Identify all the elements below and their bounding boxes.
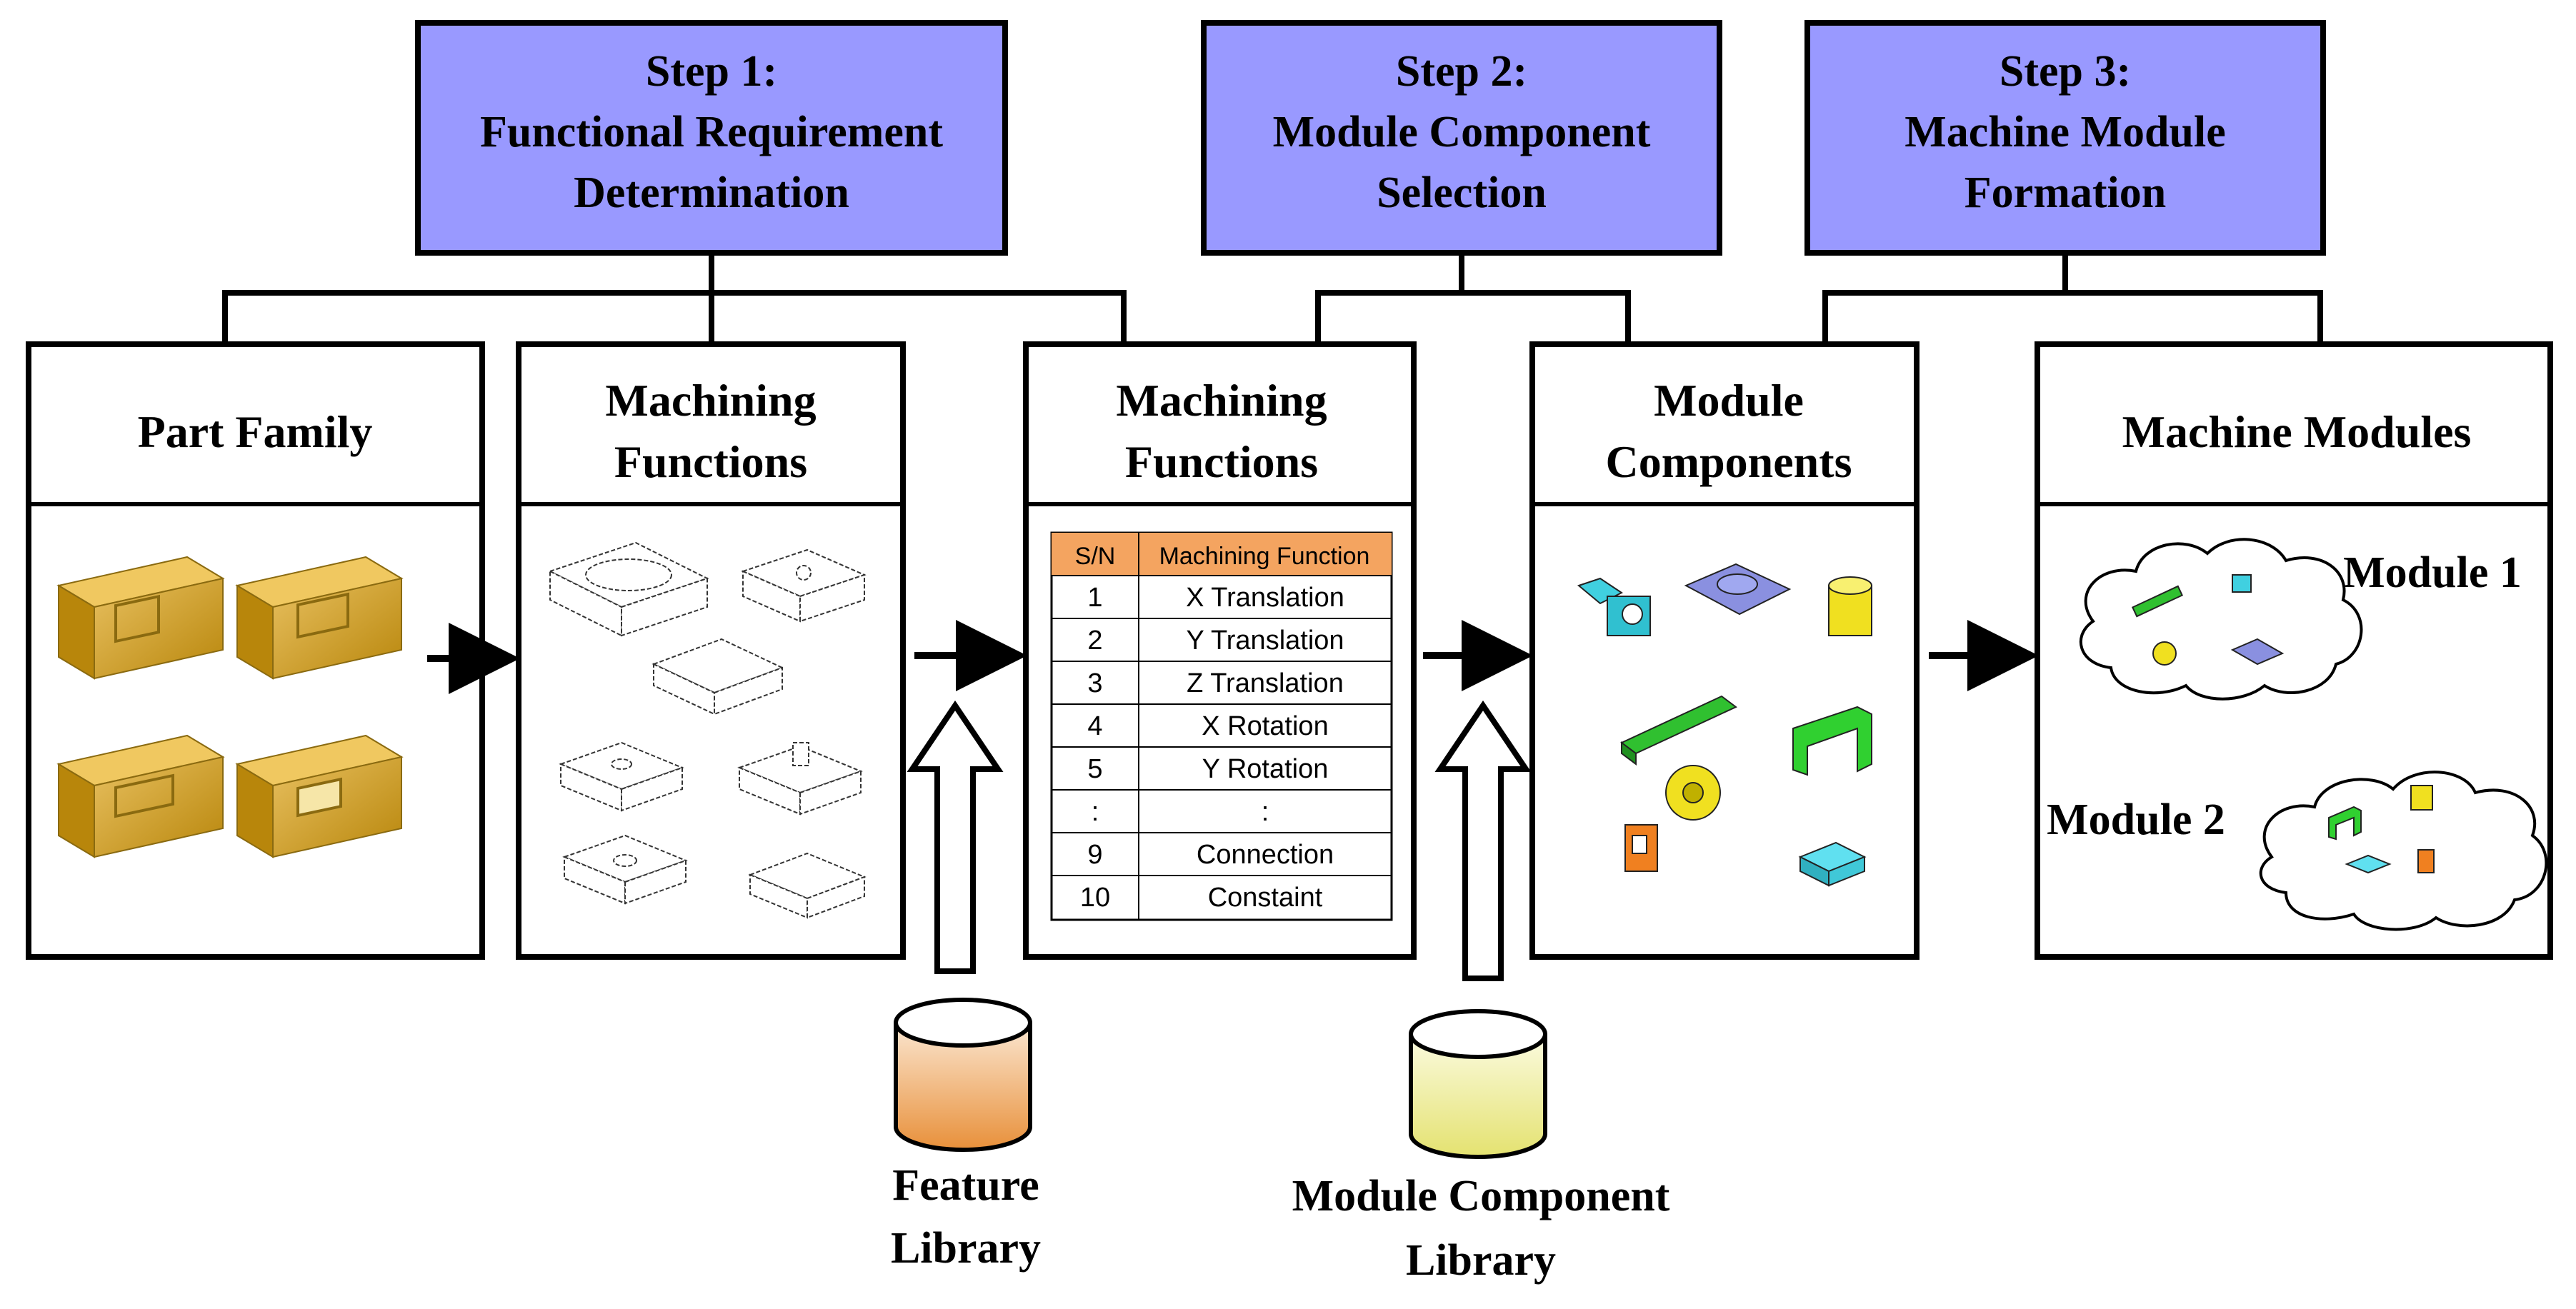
component-orange-block (1624, 824, 1658, 872)
table-cell-sn: 1 (1087, 583, 1102, 613)
module-1-cyan-head (2232, 574, 2252, 593)
module-2-cyan-block (2345, 854, 2392, 874)
table-header-bg (1052, 533, 1392, 576)
component-cyan-block (1798, 841, 1867, 887)
flow-arrows (427, 620, 2039, 694)
module-component-images (1577, 563, 1872, 887)
step-3-line-1: Step 3: (2000, 47, 2131, 96)
module-2-orange-block (2417, 849, 2435, 873)
table-cell-sn: 2 (1087, 626, 1102, 656)
stage-3-title-2: Functions (1125, 436, 1318, 487)
step-1-box: Step 1: Functional Requirement Determina… (415, 20, 1008, 256)
part-image-2 (235, 556, 404, 680)
feature-sketch-6 (562, 834, 688, 905)
component-library-db (1409, 1009, 1547, 1159)
component-green-bracket (1792, 706, 1872, 776)
feature-sketch-2 (741, 548, 867, 623)
component-yellow-chuck (1665, 765, 1721, 821)
feature-sketch-5 (737, 742, 863, 816)
table-cell-function: Y Rotation (1202, 754, 1329, 784)
module-1-cloud (2079, 538, 2363, 701)
feature-library-db (894, 998, 1032, 1152)
step-3-box: Step 3: Machine Module Formation (1804, 20, 2326, 256)
stage-3-title-1: Machining (1116, 375, 1327, 426)
table-frame (1050, 531, 1393, 921)
table-cell-function: X Rotation (1202, 711, 1328, 741)
stage-2-title-1: Machining (605, 375, 816, 426)
table-cell-function: X Translation (1186, 583, 1344, 613)
feature-library-arrow (907, 700, 1004, 974)
step-2-line-1: Step 2: (1396, 47, 1527, 96)
table-cell-sn: 5 (1087, 754, 1102, 784)
module-1-chuck (2152, 641, 2177, 666)
stage-2-title-2: Functions (614, 436, 807, 487)
feature-sketch-4 (559, 741, 684, 812)
step-1-line-2: Functional Requirement (480, 108, 943, 156)
feature-library-label-1: Feature (892, 1161, 1039, 1210)
part-family-images (56, 556, 404, 858)
stage-4-title-2: Components (1606, 436, 1852, 487)
module-2-cloud (2259, 771, 2548, 931)
table-cell-function: Z Translation (1187, 668, 1344, 698)
module-2-spindle (2410, 785, 2433, 811)
module-1-plate (2230, 638, 2285, 666)
function-table: 1 X Translation 2 Y Translation 3 Z Translati… (1050, 531, 1393, 921)
component-library-label-1: Module Component (1292, 1172, 1670, 1220)
feature-sketch-7 (748, 852, 867, 919)
component-library-arrow (1434, 700, 1532, 981)
library-arrows (907, 700, 1532, 981)
component-cyan-head (1577, 577, 1651, 636)
table-body: 1 X Translation 2 Y Translation 3 Z Translati… (1052, 575, 1392, 913)
table-header-sn: S/N (1075, 543, 1116, 570)
table-cell-sn: 10 (1080, 883, 1110, 913)
component-yellow-spindle (1828, 576, 1872, 636)
part-image-3 (56, 734, 225, 858)
module-1-label: Module 1 (2343, 548, 2522, 597)
step-2-line-3: Selection (1377, 169, 1547, 217)
table-cell-sn: 4 (1087, 711, 1102, 741)
stage-1-title: Part Family (138, 406, 373, 457)
step-1-line-1: Step 1: (646, 47, 777, 96)
feature-sketches (548, 541, 867, 919)
stage-4-title-1: Module (1654, 375, 1804, 426)
step-1-line-3: Determination (574, 169, 849, 217)
table-header-function: Machining Function (1159, 543, 1370, 570)
feature-library-label-2: Library (891, 1224, 1041, 1273)
step-2-line-2: Module Component (1273, 108, 1651, 156)
table-cell-function: Y Translation (1186, 626, 1344, 656)
step-connectors (222, 253, 2323, 341)
part-image-1 (56, 556, 225, 680)
table-cell-function: Constaint (1208, 883, 1323, 913)
part-image-4 (235, 734, 404, 858)
stage-5-title: Machine Modules (2122, 406, 2472, 457)
module-2-green-bracket (2328, 806, 2362, 841)
component-green-rail (1620, 695, 1737, 766)
table-cell-sn: : (1092, 797, 1099, 827)
step-3-line-2: Machine Module (1904, 108, 2225, 156)
table-cell-function: Connection (1197, 840, 1334, 870)
step-2-box: Step 2: Module Component Selection (1201, 20, 1722, 256)
module-2-label: Module 2 (2047, 796, 2225, 844)
component-library-label-2: Library (1406, 1236, 1556, 1285)
component-blue-plate (1684, 563, 1792, 616)
table-cell-sn: 9 (1087, 840, 1102, 870)
module-1-rail (2131, 585, 2184, 618)
table-cell-function: : (1262, 797, 1269, 827)
table-cell-sn: 3 (1087, 668, 1102, 698)
feature-sketch-1 (548, 541, 709, 637)
feature-sketch-3 (652, 638, 784, 716)
step-3-line-3: Formation (1965, 169, 2166, 217)
